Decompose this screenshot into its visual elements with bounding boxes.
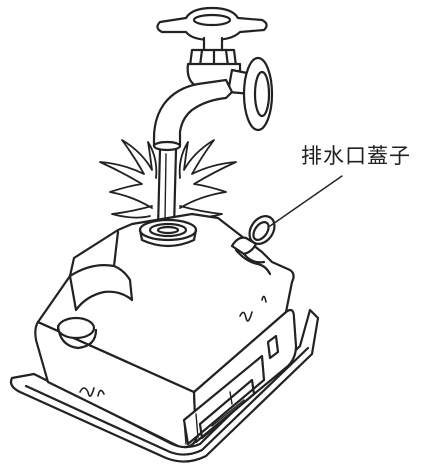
faucet-icon [152, 6, 274, 152]
water-tank-icon [9, 212, 320, 463]
drain-cap-icon [230, 215, 276, 276]
water-stream [156, 148, 178, 230]
drain-cap-label: 排水口蓋子 [301, 144, 411, 168]
callout-leader-line [269, 175, 343, 227]
splash-icon [99, 139, 237, 219]
